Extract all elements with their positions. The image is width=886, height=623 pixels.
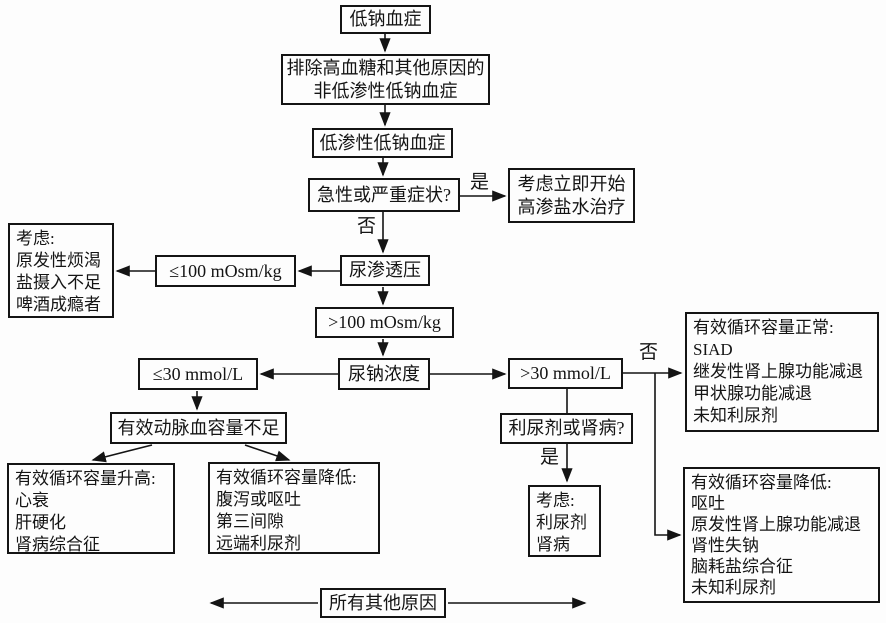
node-increased-volume: 有效循环容量升高: 心衰 肝硬化 肾病综合征 — [7, 463, 175, 554]
node-acute-severe-symptoms: 急性或严重症状? — [308, 178, 460, 212]
edge-label-yes-acute: 是 — [470, 172, 490, 193]
node-urine-osmolality: 尿渗透压 — [340, 255, 430, 286]
node-decreased-volume-right: 有效循环容量降低: 呕吐 原发性肾上腺功能减退 肾性失钠 脑耗盐综合征 未知利尿… — [683, 467, 880, 603]
node-low-arterial-volume: 有效动脉血容量不足 — [110, 412, 287, 444]
node-hypertonic-saline: 考虑立即开始 高渗盐水治疗 — [508, 168, 635, 223]
node-normal-volume: 有效循环容量正常: SIAD 继发性肾上腺功能减退 甲状腺功能减退 未知利尿剂 — [685, 312, 879, 432]
node-diuretics-or-kidney: 利尿剂或肾病? — [500, 413, 633, 444]
node-decreased-volume-left: 有效循环容量降低: 腹泻或呕吐 第三间隙 远端利尿剂 — [208, 462, 380, 554]
node-consider-diuretics: 考虑: 利尿剂 肾病 — [528, 485, 601, 557]
node-urine-sodium: 尿钠浓度 — [338, 358, 430, 390]
node-all-other-causes: 所有其他原因 — [320, 588, 446, 618]
node-consider-polydipsia: 考虑: 原发性烦渴 盐摄入不足 啤酒成瘾者 — [8, 223, 114, 318]
edge-label-yes-diuretics: 是 — [540, 447, 560, 468]
node-exclude-nonhypotonic: 排除高血糖和其他原因的 非低渗性低钠血症 — [281, 54, 490, 105]
edge-label-no-urine-sodium: 否 — [639, 342, 659, 363]
node-osm-le-100: ≤100 mOsm/kg — [155, 255, 296, 287]
node-hyponatremia: 低钠血症 — [340, 5, 431, 34]
node-na-le-30: ≤30 mmol/L — [138, 358, 258, 390]
edge-label-no-acute: 否 — [357, 216, 377, 237]
node-hypotonic-hyponatremia: 低渗性低钠血症 — [312, 128, 453, 158]
node-osm-gt-100: >100 mOsm/kg — [315, 307, 454, 338]
node-na-gt-30: >30 mmol/L — [508, 358, 623, 389]
